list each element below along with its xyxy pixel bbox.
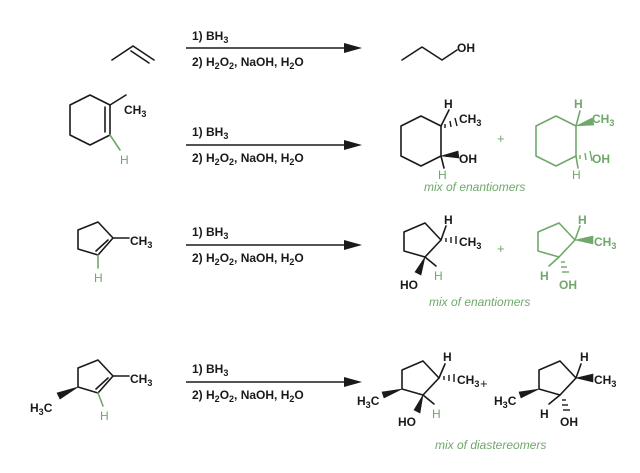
svg-text:CH3: CH3 — [592, 112, 614, 128]
row-3-product-a: H CH3 HO H — [400, 213, 481, 292]
row-1-conditions: 1) BH3 2) H2O2, NaOH, H2O — [192, 29, 304, 71]
svg-text:H: H — [444, 213, 453, 227]
svg-text:CH3: CH3 — [130, 372, 152, 388]
svg-text:OH: OH — [560, 415, 578, 429]
svg-text:2) H2O2, NaOH, H2O: 2) H2O2, NaOH, H2O — [192, 151, 304, 167]
svg-text:HO: HO — [398, 415, 416, 429]
row-3-methylcyclopentene: CH3 H — [77, 221, 152, 285]
svg-text:1) BH3: 1) BH3 — [192, 225, 228, 241]
svg-text:2) H2O2, NaOH, H2O: 2) H2O2, NaOH, H2O — [192, 388, 304, 404]
row-2-conditions: 1) BH3 2) H2O2, NaOH, H2O — [192, 125, 304, 167]
row-2-plus: + — [497, 131, 505, 146]
svg-text:2) H2O2, NaOH, H2O: 2) H2O2, NaOH, H2O — [192, 251, 304, 267]
svg-text:2) H2O2, NaOH, H2O: 2) H2O2, NaOH, H2O — [192, 55, 304, 71]
row-4-dimethylcyclopentene: CH3 H3C H — [30, 359, 152, 423]
svg-text:OH: OH — [457, 41, 475, 55]
svg-text:CH3: CH3 — [594, 235, 616, 251]
svg-text:H: H — [432, 407, 441, 421]
row-3-plus: + — [497, 241, 505, 256]
svg-text:HO: HO — [400, 278, 418, 292]
svg-text:CH3: CH3 — [124, 103, 146, 119]
row-1-propene — [111, 45, 155, 64]
row-3-note: mix of enantiomers — [429, 295, 530, 309]
svg-text:H3C: H3C — [30, 401, 53, 417]
svg-text:H: H — [443, 350, 452, 364]
svg-text:1) BH3: 1) BH3 — [192, 125, 228, 141]
svg-text:H3C: H3C — [494, 394, 517, 410]
row-2-methylcyclohexene: CH3 H — [69, 94, 146, 167]
svg-text:OH: OH — [592, 152, 610, 166]
svg-text:H: H — [578, 213, 587, 227]
svg-text:H: H — [120, 153, 129, 167]
svg-text:1) BH3: 1) BH3 — [192, 29, 228, 45]
propene-double-bond — [130, 50, 150, 64]
propene-chain — [111, 45, 155, 61]
svg-text:CH3: CH3 — [457, 373, 479, 389]
svg-text:H: H — [100, 409, 109, 423]
row-4-conditions: 1) BH3 2) H2O2, NaOH, H2O — [192, 362, 304, 404]
svg-text:CH3: CH3 — [459, 112, 481, 128]
row-2-product-b: H CH3 OH H — [535, 97, 614, 182]
propanol-chain — [401, 46, 458, 61]
row-2-product-a: H CH3 OH H — [400, 97, 481, 182]
svg-text:OH: OH — [559, 278, 577, 292]
row-1-propanol: OH — [401, 41, 475, 61]
svg-text:H: H — [434, 269, 443, 283]
svg-text:H: H — [444, 97, 453, 111]
svg-text:H: H — [540, 269, 549, 283]
row-3-arrow — [186, 240, 362, 250]
svg-text:H: H — [572, 168, 581, 182]
row-4-plus: + — [480, 376, 488, 391]
row-2-note: mix of enantiomers — [424, 180, 525, 194]
svg-text:H3C: H3C — [357, 394, 380, 410]
row-1-arrow — [186, 43, 362, 53]
row-2-arrow — [186, 140, 362, 150]
row-4-note: mix of diastereomers — [435, 438, 546, 452]
row-3-product-b: H CH3 H OH — [537, 213, 616, 292]
row-4-arrow — [186, 377, 362, 387]
svg-text:OH: OH — [459, 152, 477, 166]
row-4-product-b: H CH3 H3C H OH — [494, 350, 616, 429]
svg-text:CH3: CH3 — [594, 373, 616, 389]
svg-text:CH3: CH3 — [130, 234, 152, 250]
row-4-product-a: H CH3 H3C HO H — [357, 350, 479, 429]
row-3-conditions: 1) BH3 2) H2O2, NaOH, H2O — [192, 225, 304, 267]
svg-text:H: H — [540, 407, 549, 421]
svg-text:CH3: CH3 — [459, 235, 481, 251]
svg-text:1) BH3: 1) BH3 — [192, 362, 228, 378]
svg-text:H: H — [94, 271, 103, 285]
svg-text:H: H — [438, 168, 447, 182]
svg-text:H: H — [574, 97, 583, 111]
svg-text:H: H — [580, 350, 589, 364]
